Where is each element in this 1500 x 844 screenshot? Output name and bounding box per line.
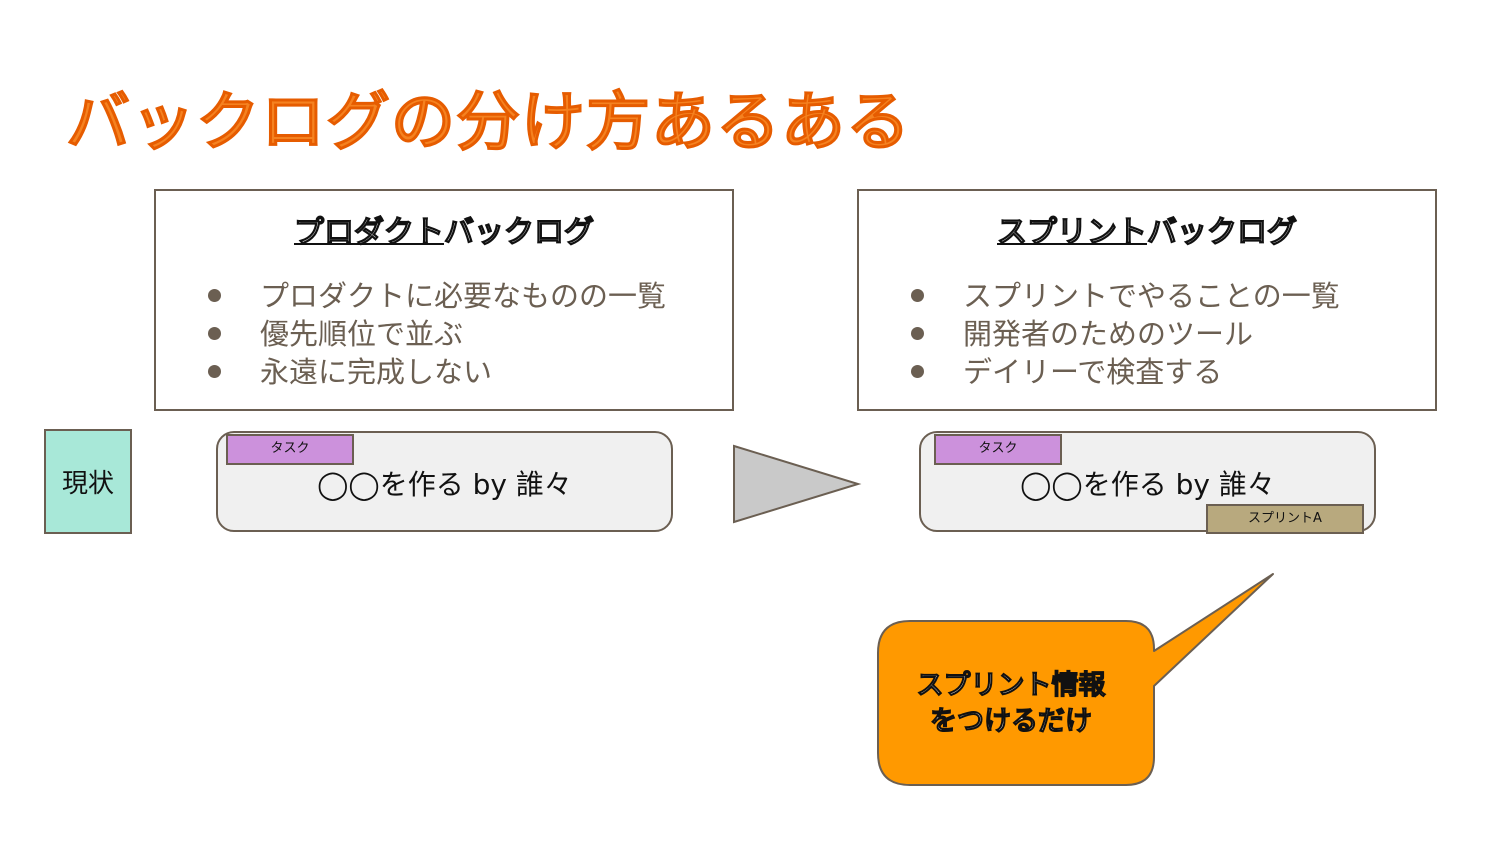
- bullet-icon: [911, 327, 924, 340]
- bullet-icon: [208, 289, 221, 302]
- list-item: 永遠に完成しない: [204, 353, 666, 391]
- slide-title: バックログの分け方あるある: [66, 86, 911, 160]
- arrow-right-icon: [733, 444, 862, 524]
- sprint-tag: スプリントA: [1206, 504, 1364, 534]
- callout-text: スプリント情報 をつけるだけ: [880, 668, 1142, 740]
- task-card-text: ◯◯を作る by 誰々: [317, 468, 572, 501]
- bullet-icon: [208, 365, 221, 378]
- sprint-backlog-title-underlined: スプリント: [996, 214, 1147, 250]
- bullet-icon: [911, 365, 924, 378]
- callout-line-2: をつけるだけ: [929, 705, 1092, 737]
- list-item-text: 優先順位で並ぶ: [260, 317, 464, 351]
- product-backlog-box: プロダクトバックログ プロダクトに必要なものの一覧 優先順位で並ぶ 永遠に完成し…: [154, 189, 734, 411]
- list-item-text: 永遠に完成しない: [260, 355, 493, 389]
- list-item: プロダクトに必要なものの一覧: [204, 277, 666, 315]
- product-backlog-title: プロダクトバックログ: [156, 207, 732, 251]
- product-backlog-title-underlined: プロダクト: [293, 214, 444, 250]
- current-state-label: 現状: [44, 429, 132, 534]
- list-item-text: プロダクトに必要なものの一覧: [260, 279, 667, 313]
- list-item-text: デイリーで検査する: [963, 355, 1223, 389]
- list-item: 優先順位で並ぶ: [204, 315, 666, 353]
- sprint-backlog-list: スプリントでやることの一覧 開発者のためのツール デイリーで検査する: [907, 277, 1340, 391]
- sprint-backlog-title: スプリントバックログ: [859, 207, 1435, 251]
- bullet-icon: [208, 327, 221, 340]
- product-backlog-title-rest: バックログ: [443, 214, 594, 250]
- list-item: 開発者のためのツール: [907, 315, 1340, 353]
- callout-line-1: スプリント情報: [916, 669, 1106, 701]
- task-tag: タスク: [934, 434, 1062, 465]
- list-item-text: スプリントでやることの一覧: [963, 279, 1340, 313]
- task-tag: タスク: [226, 434, 354, 465]
- sprint-backlog-box: スプリントバックログ スプリントでやることの一覧 開発者のためのツール デイリー…: [857, 189, 1437, 411]
- task-card-with-sprint: タスク ◯◯を作る by 誰々: [919, 431, 1376, 532]
- list-item: デイリーで検査する: [907, 353, 1340, 391]
- product-backlog-list: プロダクトに必要なものの一覧 優先順位で並ぶ 永遠に完成しない: [204, 277, 666, 391]
- speech-bubble: [877, 573, 1274, 786]
- list-item: スプリントでやることの一覧: [907, 277, 1340, 315]
- bullet-icon: [911, 289, 924, 302]
- list-item-text: 開発者のためのツール: [963, 317, 1254, 351]
- task-card-text: ◯◯を作る by 誰々: [1020, 468, 1275, 501]
- sprint-backlog-title-rest: バックログ: [1146, 214, 1297, 250]
- task-card-current: タスク ◯◯を作る by 誰々: [216, 431, 673, 532]
